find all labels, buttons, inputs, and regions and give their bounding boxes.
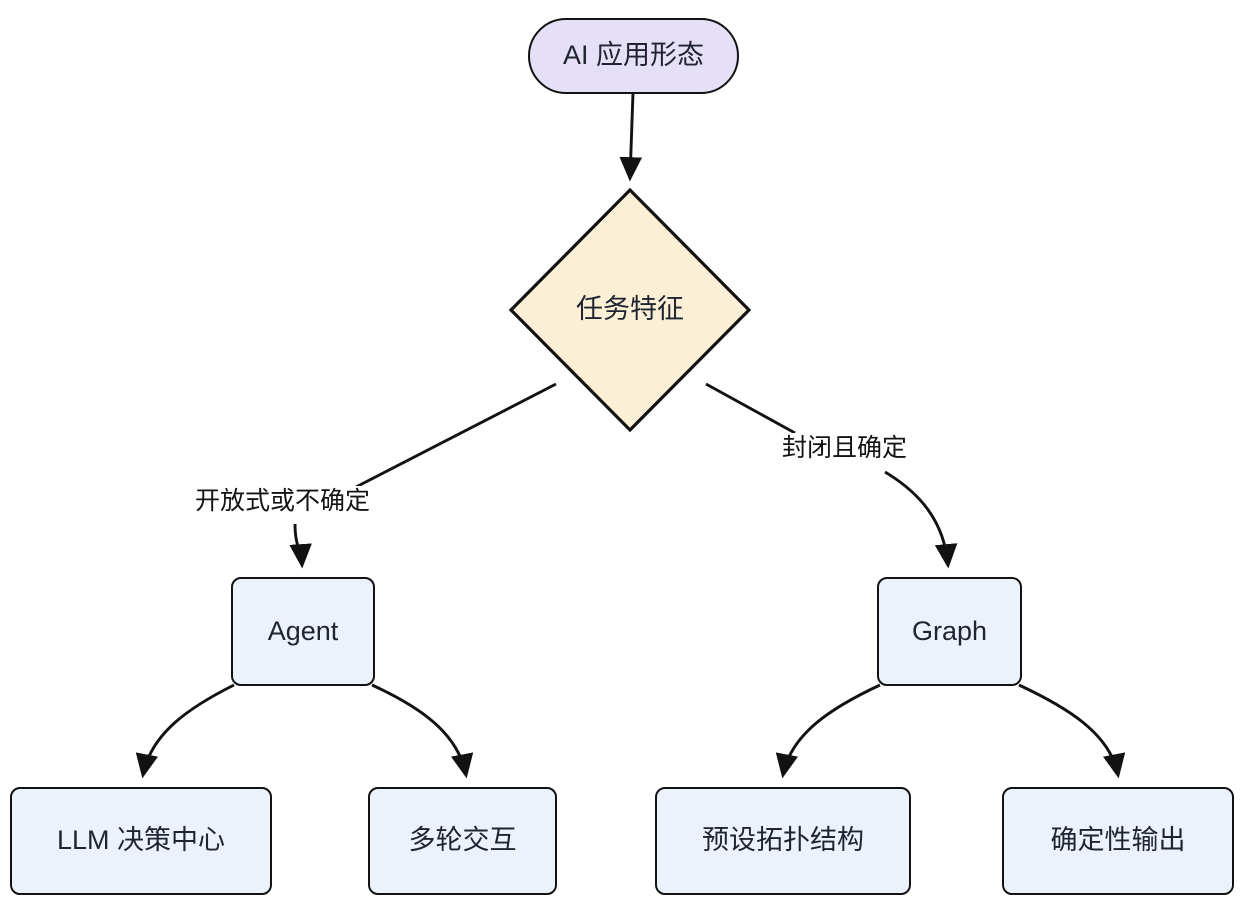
- node-agent-label: Agent: [267, 615, 339, 646]
- node-agent[interactable]: Agent: [231, 577, 375, 686]
- diamond-shape: [508, 187, 752, 433]
- edge-label-open-ended: 开放式或不确定: [192, 486, 374, 517]
- node-root[interactable]: AI 应用形态: [528, 18, 739, 94]
- node-decision[interactable]: 任务特征: [508, 187, 752, 433]
- edge-decision-to-graph-tail: [884, 470, 958, 569]
- node-multi-turn-label: 多轮交互: [408, 825, 517, 856]
- node-preset-topology-label: 预设拓扑结构: [702, 825, 864, 856]
- edge-decision-to-agent-tail: [289, 523, 312, 569]
- node-root-label: AI 应用形态: [562, 40, 704, 71]
- edge-graph-to-deterministic-output: [1018, 683, 1126, 779]
- edge-label-closed-deterministic: 封闭且确定: [779, 433, 911, 464]
- node-graph-label: Graph: [911, 615, 988, 646]
- node-preset-topology[interactable]: 预设拓扑结构: [655, 787, 911, 895]
- node-graph[interactable]: Graph: [877, 577, 1022, 686]
- node-llm-core[interactable]: LLM 决策中心: [10, 787, 272, 895]
- node-deterministic-output[interactable]: 确定性输出: [1002, 787, 1234, 895]
- node-llm-core-label: LLM 决策中心: [56, 825, 226, 856]
- edge-graph-to-preset-topology: [775, 683, 881, 779]
- edge-root-to-decision: [619, 92, 643, 182]
- node-deterministic-output-label: 确定性输出: [1050, 825, 1186, 856]
- edge-agent-to-llm-core: [135, 683, 235, 779]
- node-multi-turn[interactable]: 多轮交互: [368, 787, 557, 895]
- edge-agent-to-multi-turn: [371, 683, 474, 779]
